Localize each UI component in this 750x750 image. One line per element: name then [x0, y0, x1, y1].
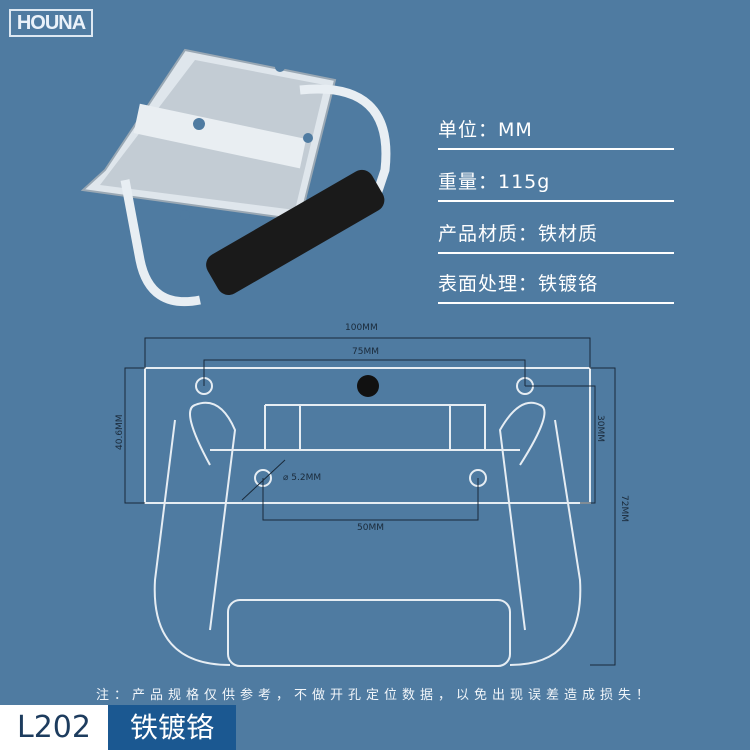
dim-height-left: 40.6MM	[115, 414, 125, 450]
spec-weight: 重量：115g	[438, 167, 674, 202]
dim-height-right: 30MM	[595, 415, 605, 442]
divider	[438, 200, 674, 202]
spec-material: 产品材质：铁材质	[438, 219, 674, 254]
disclaimer-note: 注：产品规格仅供参考，不做开孔定位数据，以免出现误差造成损失！	[95, 688, 654, 703]
spec-text: 单位：MM	[438, 119, 533, 141]
product-photo	[80, 48, 391, 307]
divider	[438, 148, 674, 150]
dim-total-height: 72MM	[619, 495, 629, 522]
divider	[438, 252, 674, 254]
divider	[438, 302, 674, 304]
dim-hole-spacing-bottom: 50MM	[357, 523, 384, 533]
technical-drawing: 100MM 75MM 40.6MM 30MM ⌀ 5.2MM 50MM 72MM	[115, 323, 629, 667]
spec-text: 表面处理：铁镀铬	[438, 273, 599, 295]
dim-hole-diameter: ⌀ 5.2MM	[283, 473, 321, 483]
brand-logo: HOUNA	[9, 9, 93, 37]
material-badge: 铁镀铬	[108, 705, 236, 750]
spec-unit: 单位：MM	[438, 115, 674, 150]
dim-hole-spacing-top: 75MM	[352, 347, 379, 357]
spec-text: 产品材质：铁材质	[438, 223, 599, 245]
dim-total-width: 100MM	[345, 323, 378, 333]
model-code: L202	[0, 705, 108, 750]
spec-text: 重量：115g	[438, 171, 551, 193]
spec-finish: 表面处理：铁镀铬	[438, 269, 674, 304]
